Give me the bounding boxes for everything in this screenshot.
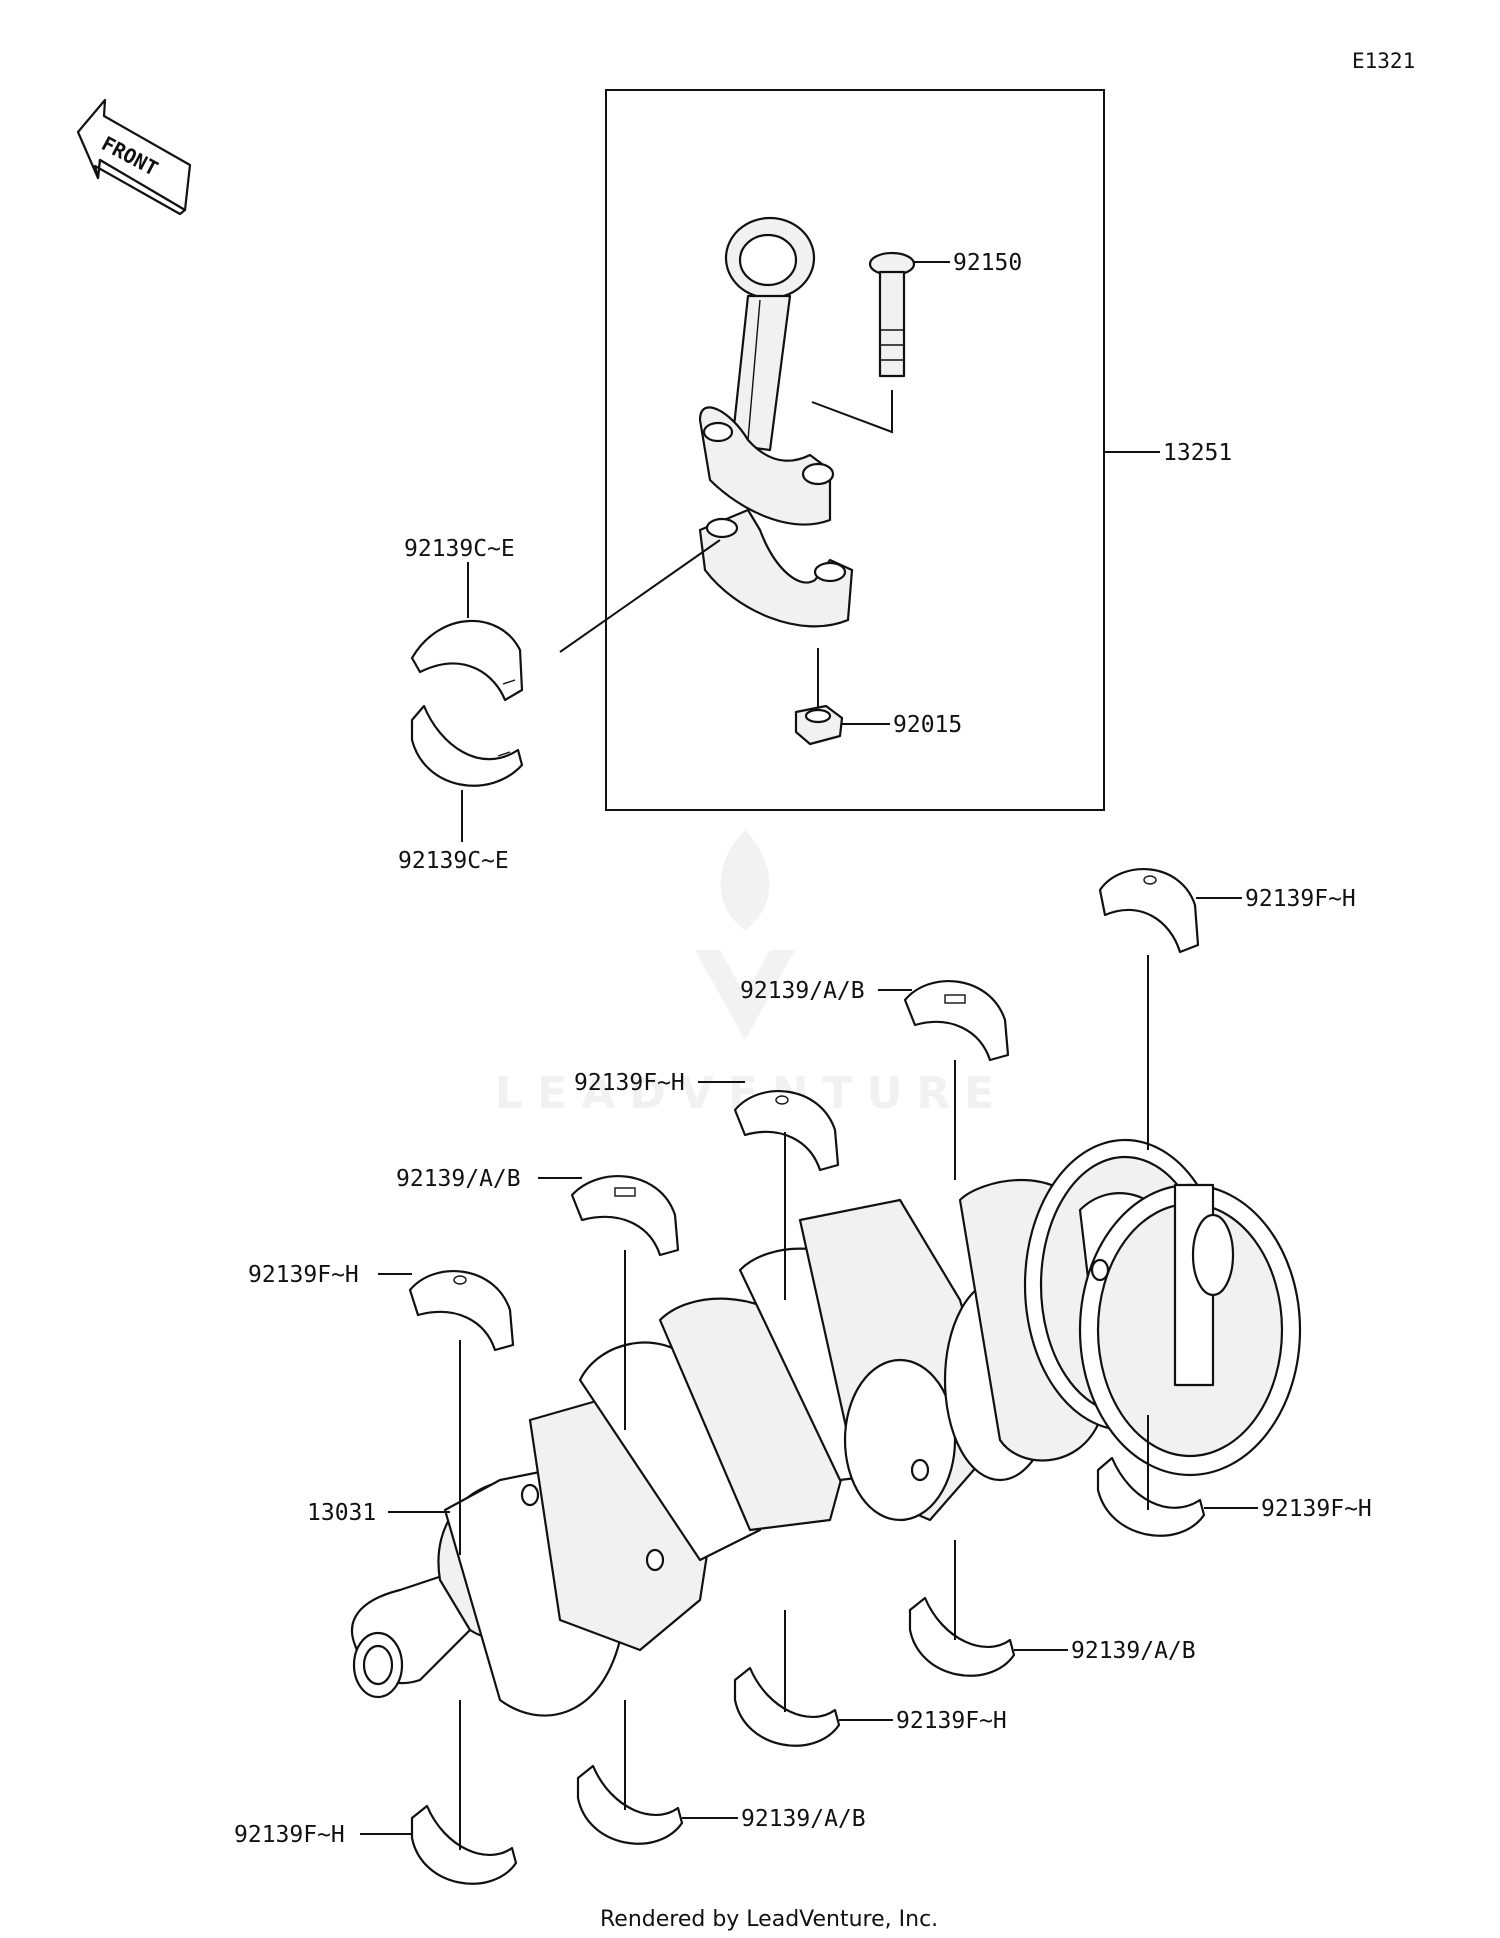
callout-92139-a-b-4: 92139/A/B [396, 1166, 521, 1192]
rod-nut [794, 704, 844, 746]
callout-92139c-e-lower: 92139C~E [398, 848, 509, 874]
callout-92150: 92150 [953, 250, 1022, 276]
callout-92139f-h-3: 92139F~H [574, 1070, 685, 1096]
main-bearing-7 [908, 1596, 1016, 1677]
callout-92139f-h-8: 92139F~H [896, 1708, 1007, 1734]
callout-92139-a-b-9: 92139/A/B [741, 1806, 866, 1832]
callout-92139f-h-10: 92139F~H [234, 1822, 345, 1848]
main-bearing-2 [903, 980, 1010, 1062]
callout-13031: 13031 [307, 1500, 376, 1526]
callout-92139f-h-5: 92139F~H [248, 1262, 359, 1288]
connecting-rod-assy-box [605, 89, 1105, 811]
rod-bearing-upper [410, 619, 524, 702]
rod-bearing-lower [410, 704, 524, 787]
connecting-rod [698, 216, 835, 526]
callout-92139c-e-upper: 92139C~E [404, 536, 515, 562]
diagram-code: E1321 [1352, 49, 1415, 73]
rod-bolt [868, 251, 916, 378]
main-bearing-10 [410, 1804, 518, 1885]
main-bearing-8 [733, 1666, 841, 1747]
main-bearing-6 [1096, 1456, 1206, 1537]
callout-92139f-h-1: 92139F~H [1245, 886, 1356, 912]
front-arrow-icon: FRONT [76, 98, 192, 216]
rod-cap [698, 508, 854, 628]
main-bearing-1 [1098, 868, 1200, 954]
callout-92139-a-b-2: 92139/A/B [740, 978, 865, 1004]
main-bearing-9 [576, 1764, 684, 1845]
callout-13251: 13251 [1163, 440, 1232, 466]
main-bearing-3 [733, 1090, 840, 1172]
callout-92139f-h-6: 92139F~H [1261, 1496, 1372, 1522]
watermark-logo: LEADVENTURE [495, 830, 994, 1119]
callout-92015: 92015 [893, 712, 962, 738]
main-bearing-5 [408, 1270, 515, 1352]
main-bearing-4 [570, 1175, 680, 1257]
footer-credit: Rendered by LeadVenture, Inc. [600, 1907, 938, 1932]
callout-92139-a-b-7: 92139/A/B [1071, 1638, 1196, 1664]
crankshaft [350, 1138, 1302, 1717]
